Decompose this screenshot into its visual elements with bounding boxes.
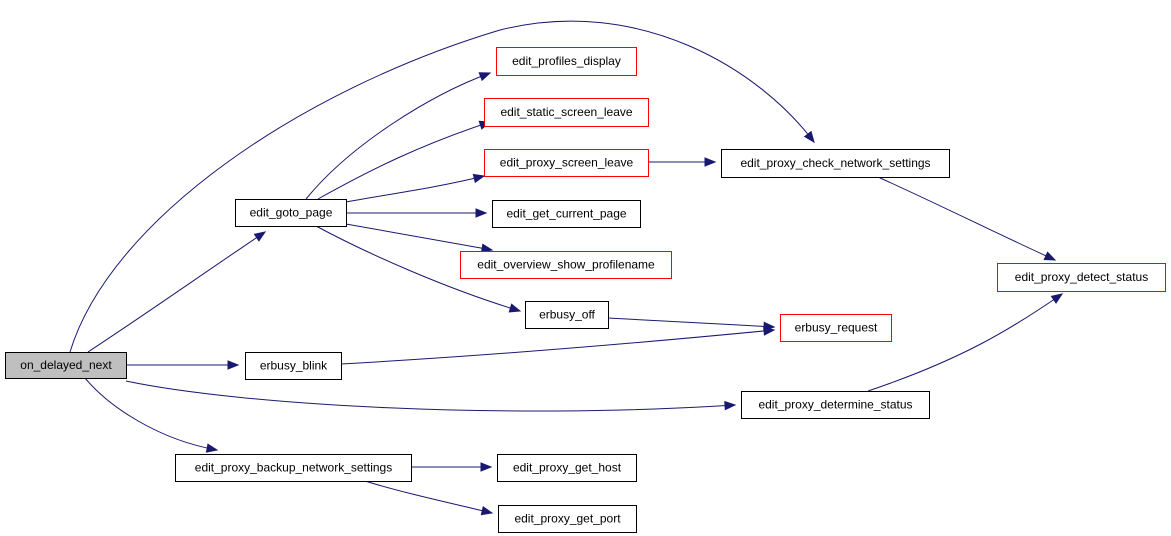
arrowhead-icon <box>480 505 494 516</box>
edge-edit_goto_page-to-erbusy_off <box>315 225 522 313</box>
arrowhead-icon <box>1043 251 1057 261</box>
node-box[interactable] <box>496 47 637 76</box>
node-edit-overview-show-profilename[interactable]: edit_overview_show_profilename <box>460 251 672 279</box>
node-erbusy-off[interactable]: erbusy_off <box>525 301 609 329</box>
edge-edit_proxy_backup_network_settings-to-edit_proxy_get_host <box>411 462 493 472</box>
node-label: edit_proxy_get_port <box>514 512 621 526</box>
node-label: edit_proxy_detect_status <box>1015 270 1148 284</box>
arrowhead-icon <box>478 72 492 82</box>
arrowhead-icon <box>724 400 737 411</box>
edge-line <box>607 317 775 328</box>
edge-line <box>340 329 775 365</box>
edge-edit_goto_page-to-edit_get_current_page <box>346 208 488 218</box>
node-box[interactable] <box>484 149 649 177</box>
edge-line <box>345 175 485 203</box>
node-box[interactable] <box>5 352 127 379</box>
edge-on_delayed_next-to-erbusy_blink <box>126 360 240 370</box>
arrowhead-icon <box>475 208 488 218</box>
node-label: edit_static_screen_leave <box>500 105 632 119</box>
arrowhead-icon <box>480 462 493 472</box>
node-box[interactable] <box>245 352 342 380</box>
arrowhead-icon <box>704 157 717 167</box>
edge-edit_proxy_screen_leave-to-edit_proxy_check_network_settings <box>648 157 717 167</box>
edge-line <box>69 20 815 353</box>
edge-line <box>345 223 493 251</box>
node-label: on_delayed_next <box>20 358 112 372</box>
edge-line <box>877 176 1056 261</box>
node-label: edit_overview_show_profilename <box>477 258 655 272</box>
edge-on_delayed_next-to-edit_proxy_check_network_settings <box>69 20 815 353</box>
node-label: edit_proxy_backup_network_settings <box>195 461 392 475</box>
arrowhead-icon <box>508 303 522 313</box>
node-label: edit_proxy_get_host <box>513 461 622 475</box>
node-label: edit_profiles_display <box>512 54 621 68</box>
node-box[interactable] <box>498 505 637 533</box>
node-box[interactable] <box>721 149 950 178</box>
node-label: edit_proxy_determine_status <box>758 398 912 412</box>
edges-layer <box>69 20 1064 516</box>
node-box[interactable] <box>484 98 649 127</box>
edge-line <box>84 377 218 451</box>
node-box[interactable] <box>780 314 892 342</box>
arrowhead-icon <box>472 173 486 184</box>
arrowhead-icon <box>227 360 240 370</box>
node-box[interactable] <box>492 200 641 228</box>
node-edit-proxy-get-host[interactable]: edit_proxy_get_host <box>497 454 637 482</box>
edge-line <box>364 480 493 514</box>
arrowhead-icon <box>763 326 776 336</box>
node-box[interactable] <box>997 263 1166 292</box>
edge-edit_goto_page-to-edit_proxy_screen_leave <box>345 173 486 203</box>
node-label: erbusy_blink <box>260 359 328 373</box>
node-edit-proxy-determine-status[interactable]: edit_proxy_determine_status <box>741 391 930 419</box>
arrowhead-icon <box>205 443 219 453</box>
node-erbusy-request[interactable]: erbusy_request <box>780 314 892 342</box>
edge-edit_goto_page-to-edit_overview_show_profilename <box>345 223 494 253</box>
node-box[interactable] <box>175 454 412 482</box>
node-label: edit_get_current_page <box>506 207 626 221</box>
node-edit-goto-page[interactable]: edit_goto_page <box>235 199 347 227</box>
edge-edit_proxy_check_network_settings-to-edit_proxy_detect_status <box>877 176 1057 261</box>
edge-erbusy_off-to-erbusy_request <box>607 317 776 332</box>
node-on-delayed-next[interactable]: on_delayed_next <box>5 352 127 379</box>
node-edit-proxy-get-port[interactable]: edit_proxy_get_port <box>498 505 637 533</box>
node-edit-proxy-detect-status[interactable]: edit_proxy_detect_status <box>997 263 1166 292</box>
node-box[interactable] <box>525 301 609 329</box>
edge-edit_proxy_determine_status-to-edit_proxy_detect_status <box>867 293 1064 392</box>
edge-on_delayed_next-to-edit_proxy_determine_status <box>125 380 737 412</box>
edge-on_delayed_next-to-edit_goto_page <box>87 231 267 353</box>
edge-line <box>867 293 1063 392</box>
edge-line <box>87 231 266 353</box>
node-label: erbusy_request <box>795 321 878 335</box>
node-edit-static-screen-leave[interactable]: edit_static_screen_leave <box>484 98 649 127</box>
edge-line <box>317 121 491 200</box>
node-edit-proxy-screen-leave[interactable]: edit_proxy_screen_leave <box>484 149 649 177</box>
node-label: edit_proxy_screen_leave <box>500 156 634 170</box>
edge-on_delayed_next-to-edit_proxy_backup_network_settings <box>84 377 219 453</box>
arrowhead-icon <box>253 231 267 242</box>
edge-edit_proxy_backup_network_settings-to-edit_proxy_get_port <box>364 480 494 516</box>
node-label: erbusy_off <box>539 308 595 322</box>
edge-edit_goto_page-to-edit_profiles_display <box>305 72 492 200</box>
node-label: edit_proxy_check_network_settings <box>740 156 930 170</box>
node-box[interactable] <box>460 251 672 279</box>
arrowhead-icon <box>1050 293 1064 304</box>
node-edit-get-current-page[interactable]: edit_get_current_page <box>492 200 641 228</box>
node-label: edit_goto_page <box>250 206 333 220</box>
node-edit-profiles-display[interactable]: edit_profiles_display <box>496 47 637 76</box>
node-box[interactable] <box>235 199 347 227</box>
node-edit-proxy-check-network-settings[interactable]: edit_proxy_check_network_settings <box>721 149 950 178</box>
edge-line <box>315 225 521 312</box>
node-box[interactable] <box>741 391 930 419</box>
nodes-layer: on_delayed_next edit_goto_page erbusy_blin… <box>5 47 1166 533</box>
edge-erbusy_blink-to-erbusy_request <box>340 326 776 365</box>
node-box[interactable] <box>497 454 637 482</box>
node-edit-proxy-backup-network-settings[interactable]: edit_proxy_backup_network_settings <box>175 454 412 482</box>
arrowhead-icon <box>803 130 815 144</box>
node-erbusy-blink[interactable]: erbusy_blink <box>245 352 342 380</box>
edge-line <box>305 72 491 200</box>
edge-line <box>125 380 736 412</box>
